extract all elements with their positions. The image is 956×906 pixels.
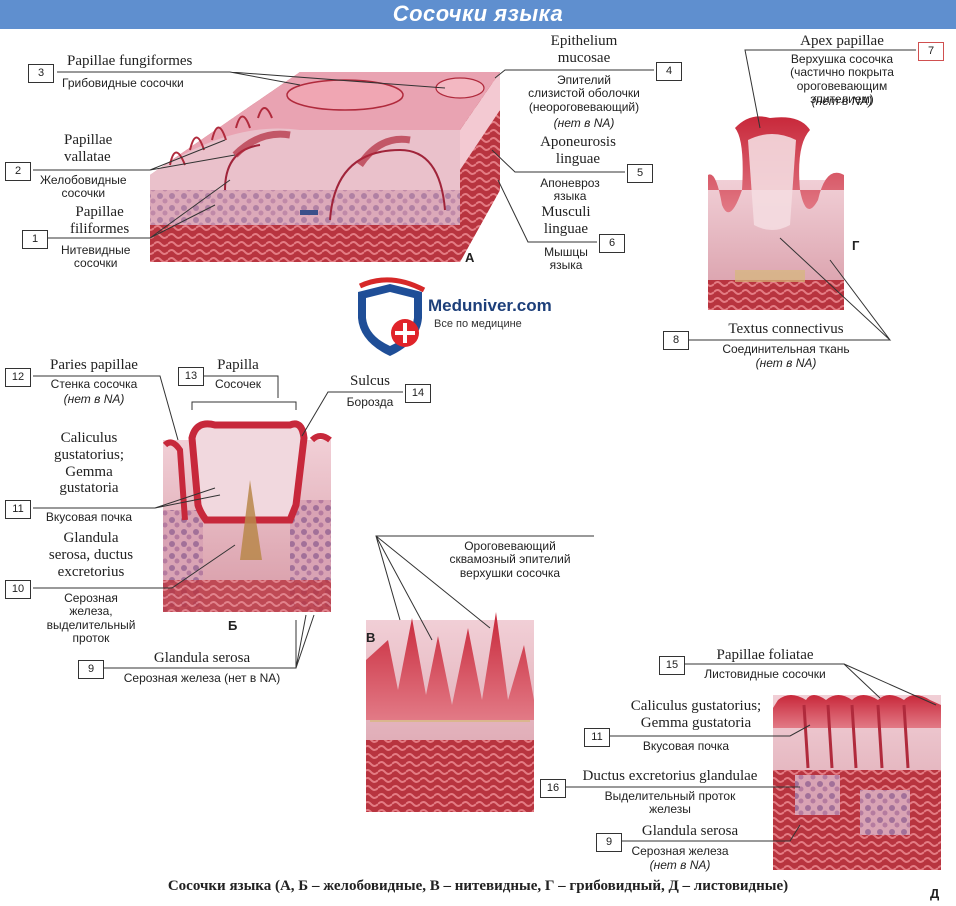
label-11-latin: Caliculus gustatorius; Gemma gustatoria xyxy=(54,430,124,497)
label-1-russian: Нитевидные сосочки xyxy=(61,243,131,271)
panel-letter-g: Г xyxy=(852,238,860,253)
label-10-russian: Серозная железа, выделительный проток xyxy=(46,591,136,646)
label-9b-russian: Серозная железа xyxy=(631,844,729,858)
label-2-russian: Желобовидные сосочки xyxy=(40,173,127,201)
label-15-latin: Papillae foliatae xyxy=(716,647,814,663)
label-9-number: 9 xyxy=(78,660,104,679)
label-8-na: (нет в NA) xyxy=(755,356,817,370)
leader-lines xyxy=(33,49,937,842)
label-11-number: 11 xyxy=(5,500,31,519)
label-15-russian: Листовидные сосочки xyxy=(704,667,826,681)
label-4-russian: Эпителий слизистой оболочки (неороговева… xyxy=(528,73,640,114)
label-4-latin: Epithelium mucosae xyxy=(550,33,618,66)
label-7-russian: Верхушка сосочка (частично покрыта орого… xyxy=(790,52,894,107)
label-12-number: 12 xyxy=(5,368,31,387)
label-12-na: (нет в NA) xyxy=(63,392,125,406)
label-4-number: 4 xyxy=(656,62,682,81)
panel-b-papilla xyxy=(162,420,332,612)
panel-letter-b: Б xyxy=(228,618,238,633)
label-4-na: (нет в NA) xyxy=(553,116,615,130)
label-6-number: 6 xyxy=(599,234,625,253)
page-title: Сосочки языка xyxy=(392,1,564,26)
label-2-latin: Papillae vallatae xyxy=(64,132,113,165)
label-11-russian: Вкусовая почка xyxy=(45,510,133,524)
logo-shield-icon xyxy=(358,277,426,356)
label-16-latin: Ductus excretorius glandulae xyxy=(582,768,758,784)
label-14-number: 14 xyxy=(405,384,431,403)
figure-caption: Сосочки языка (А, Б – желобовидные, В – … xyxy=(167,878,789,894)
label-10-number: 10 xyxy=(5,580,31,599)
panel-g-papilla xyxy=(708,116,844,310)
label-8-latin: Textus connectivus xyxy=(728,321,844,337)
label-3-russian: Грибовидные сосочки xyxy=(62,76,184,90)
panel-v-papillae xyxy=(366,612,534,812)
panel-a-block xyxy=(150,72,500,262)
label-16-number: 16 xyxy=(540,779,566,798)
label-1-number: 1 xyxy=(22,230,48,249)
panel-d-papillae xyxy=(773,695,941,870)
label-6-latin: Musculi linguae xyxy=(541,204,591,237)
panel-letter-d: Д xyxy=(930,886,940,901)
label-13-latin: Papilla xyxy=(217,357,259,373)
label-15-number: 15 xyxy=(659,656,685,675)
label-11b-number: 11 xyxy=(584,728,610,747)
label-9b-na: (нет в NA) xyxy=(649,858,711,872)
label-9-latin: Glandula serosa xyxy=(153,650,251,666)
label-9-russian: Серозная железа (нет в NA) xyxy=(123,671,281,685)
label-5-number: 5 xyxy=(627,164,653,183)
label-14-russian: Борозда xyxy=(346,395,394,409)
label-12-latin: Paries papillae xyxy=(50,357,138,373)
logo-name[interactable]: Meduniver.com xyxy=(428,296,552,315)
label-11b-latin: Caliculus gustatorius; Gemma gustatoria xyxy=(630,698,762,731)
label-v-russian: Ороговевающий сквамозный эпителий верхуш… xyxy=(449,539,571,580)
label-7-number: 7 xyxy=(918,42,944,61)
label-2-number: 2 xyxy=(5,162,31,181)
label-3-latin: Papillae fungiformes xyxy=(67,53,193,69)
label-9b-latin: Glandula serosa xyxy=(641,823,739,839)
label-8-russian: Соединительная ткань xyxy=(722,342,850,356)
label-3-number: 3 xyxy=(28,64,54,83)
label-10-latin: Glandula serosa, ductus excretorius xyxy=(48,530,134,580)
panel-letter-a: А xyxy=(465,250,475,265)
label-7-na: (нет в NA) xyxy=(811,94,873,108)
label-7-latin: Apex papillae xyxy=(800,33,884,49)
label-11b-russian: Вкусовая почка xyxy=(642,739,730,753)
label-6-russian: Мышцы языка xyxy=(544,245,588,273)
label-5-russian: Апоневроз языка xyxy=(540,176,600,204)
label-13-russian: Сосочек xyxy=(214,377,262,391)
label-1-latin: Papillae filiformes xyxy=(70,204,130,237)
label-14-latin: Sulcus xyxy=(349,373,391,389)
label-5-latin: Aponeurosis linguae xyxy=(540,134,616,167)
title-banner: Сосочки языка xyxy=(0,0,956,29)
panel-letter-v: В xyxy=(366,630,376,645)
label-16-russian: Выделительный проток железы xyxy=(604,789,736,817)
label-8-number: 8 xyxy=(663,331,689,350)
label-13-number: 13 xyxy=(178,367,204,386)
label-12-russian: Стенка сосочка xyxy=(50,377,138,391)
logo-tagline: Все по медицине xyxy=(434,318,522,330)
label-9b-number: 9 xyxy=(596,833,622,852)
